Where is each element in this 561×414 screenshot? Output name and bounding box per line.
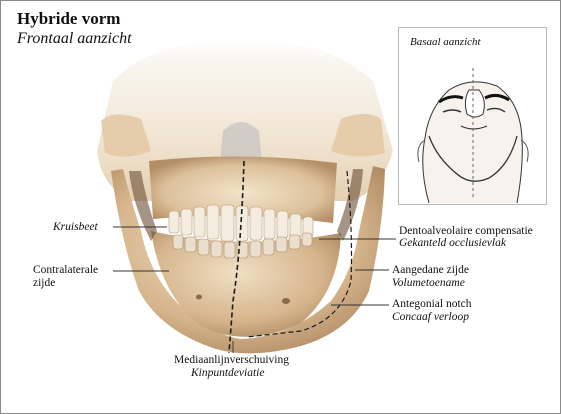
label-aangedane-main: Aangedane zijde bbox=[392, 264, 469, 276]
label-antegonial-sub: Concaaf verloop bbox=[392, 311, 469, 323]
basal-view-drawing bbox=[399, 28, 546, 204]
subtitle: Frontaal aanzicht bbox=[17, 30, 132, 48]
title: Hybride vorm bbox=[17, 9, 120, 29]
inset-title: Basaal aanzicht bbox=[410, 36, 481, 48]
label-midline-main: Mediaanlijnverschuiving bbox=[174, 354, 289, 366]
label-antegonial-main: Antegonial notch bbox=[392, 298, 472, 310]
label-aangedane-sub: Volumetoename bbox=[392, 277, 465, 289]
basal-view-inset: Basaal aanzicht bbox=[398, 27, 547, 205]
label-dento-main: Dentoalveolaire compensatie bbox=[399, 225, 533, 237]
nose bbox=[465, 90, 484, 117]
label-kruisbeet: Kruisbeet bbox=[53, 221, 98, 233]
label-contralaterale-line2: zijde bbox=[33, 277, 55, 289]
label-dento-sub: Gekanteld occlusievlak bbox=[399, 237, 506, 249]
label-midline-sub: Kinpuntdeviatie bbox=[191, 367, 264, 379]
label-contralaterale-line1: Contralaterale bbox=[33, 264, 98, 276]
